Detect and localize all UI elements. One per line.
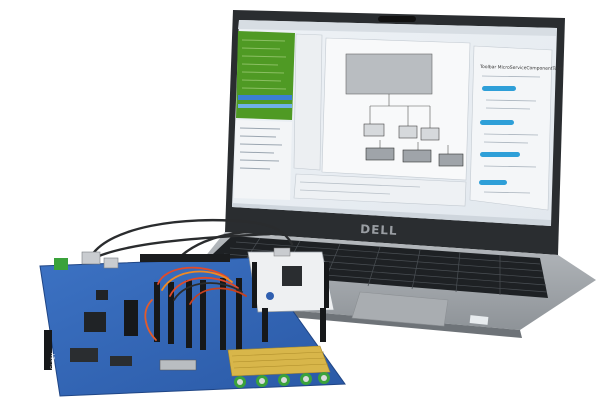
prototype-grid-dots <box>231 351 329 369</box>
microcontroller-chip <box>84 312 106 332</box>
chip-small-3 <box>110 356 132 366</box>
brand-logo: DELL <box>360 222 398 238</box>
webcam <box>378 16 416 22</box>
tree-selection-row <box>238 95 292 100</box>
outline-panel <box>293 33 323 171</box>
pin-headers <box>124 278 242 352</box>
diagram-block-b <box>398 125 418 139</box>
ide-window: Toolbar MicroServiceComponentTools <box>232 20 564 226</box>
base-sticker <box>469 315 489 325</box>
shield-button <box>266 292 274 300</box>
ide-status-bar <box>232 203 551 226</box>
shield-chip <box>282 266 302 286</box>
shield-board <box>247 247 335 342</box>
console-lines <box>299 181 421 195</box>
chip-small-2 <box>70 348 98 362</box>
diagram-block-f <box>438 153 464 167</box>
ide-toolbar <box>238 20 557 36</box>
usb-connector-1 <box>81 251 101 265</box>
properties-panel-title: Toolbar MicroServiceComponentTools <box>479 64 564 72</box>
shield-headers <box>252 262 329 342</box>
diagram-block-d <box>365 147 395 161</box>
header-strip-top <box>140 254 230 262</box>
project-tree-lower <box>234 120 292 200</box>
tree-items <box>241 39 287 90</box>
chip-small-4 <box>159 359 197 371</box>
usb-connector-2 <box>103 257 119 269</box>
tree-selection-row-2 <box>238 104 292 108</box>
left-header <box>44 330 52 370</box>
jumper-wires <box>144 266 247 341</box>
console-panel <box>293 173 467 207</box>
diagram-connectors <box>369 94 449 154</box>
green-terminal-block <box>54 258 68 270</box>
properties-rows <box>481 75 541 194</box>
diagram-block-a <box>363 123 385 137</box>
shield-usb <box>273 247 291 257</box>
tree-items-lower <box>239 127 283 170</box>
diagram-block-c <box>420 127 440 141</box>
board-vertical-label: DIGI KEY <box>50 352 57 375</box>
properties-buttons <box>479 86 520 185</box>
diagram-block-e <box>402 149 432 163</box>
touchpad <box>351 291 449 327</box>
diagram-block-large <box>345 53 433 95</box>
chip-small-1 <box>96 290 108 300</box>
prototype-grid <box>227 345 331 377</box>
potentiometers <box>234 372 330 388</box>
